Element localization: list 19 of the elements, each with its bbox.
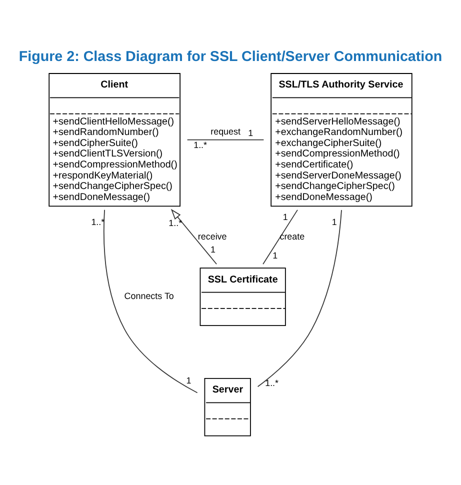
edge-label: receive bbox=[198, 230, 227, 241]
label: 1..* bbox=[194, 140, 208, 150]
connector bbox=[103, 208, 198, 393]
label: 1 bbox=[332, 216, 337, 226]
edge-label: create bbox=[280, 230, 305, 241]
connector bbox=[186, 138, 264, 140]
arrow bbox=[170, 208, 217, 264]
label: 1 bbox=[210, 244, 216, 254]
edge-label: Connects To bbox=[124, 290, 174, 301]
label: 1 bbox=[186, 374, 192, 385]
connector bbox=[262, 209, 298, 264]
edge-label: request bbox=[210, 126, 241, 136]
label: 1..* bbox=[265, 377, 279, 388]
label: 1..* bbox=[168, 218, 182, 228]
label: 1 bbox=[282, 211, 288, 222]
label: 1 bbox=[248, 128, 254, 138]
diagram-title: Figure 2: Class Diagram for SSL Client/Server Communication bbox=[18, 48, 442, 64]
connector bbox=[257, 209, 342, 387]
label: 1 bbox=[272, 250, 278, 260]
